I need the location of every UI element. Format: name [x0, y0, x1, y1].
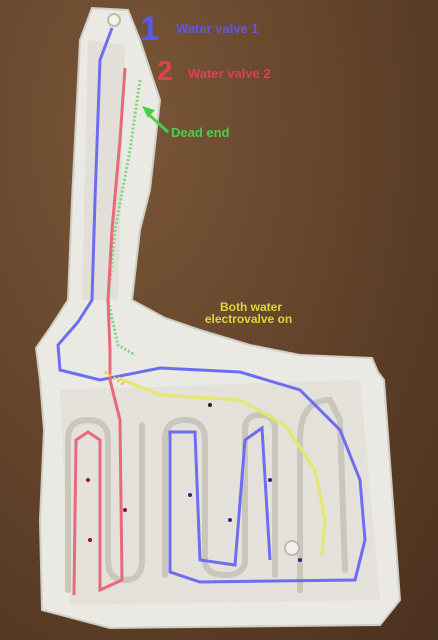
- blue-valve1-path: [56, 27, 367, 584]
- both-valves-line2: electrovalve on: [204, 312, 293, 326]
- yellow-both-path: [117, 376, 327, 556]
- both-valves-line1: Both water: [219, 300, 282, 314]
- fitting-round-bottom: [284, 540, 300, 556]
- valve-1-number: 1: [140, 10, 159, 48]
- channel-walls: [65, 396, 348, 593]
- valve-2-label: Water valve 2: [188, 66, 271, 81]
- fitting-round-top: [107, 13, 121, 27]
- dead-end-label: Dead end: [171, 125, 230, 140]
- marker-dots: [86, 403, 302, 562]
- green-arrow: [142, 106, 170, 134]
- red-valve2-path: [72, 67, 127, 596]
- yellow-dotted-junction: [104, 370, 126, 387]
- valve-2-number: 2: [157, 55, 173, 86]
- valve-1-label: Water valve 1: [176, 21, 259, 36]
- both-valves-label: Both water electrovalve on: [196, 301, 306, 325]
